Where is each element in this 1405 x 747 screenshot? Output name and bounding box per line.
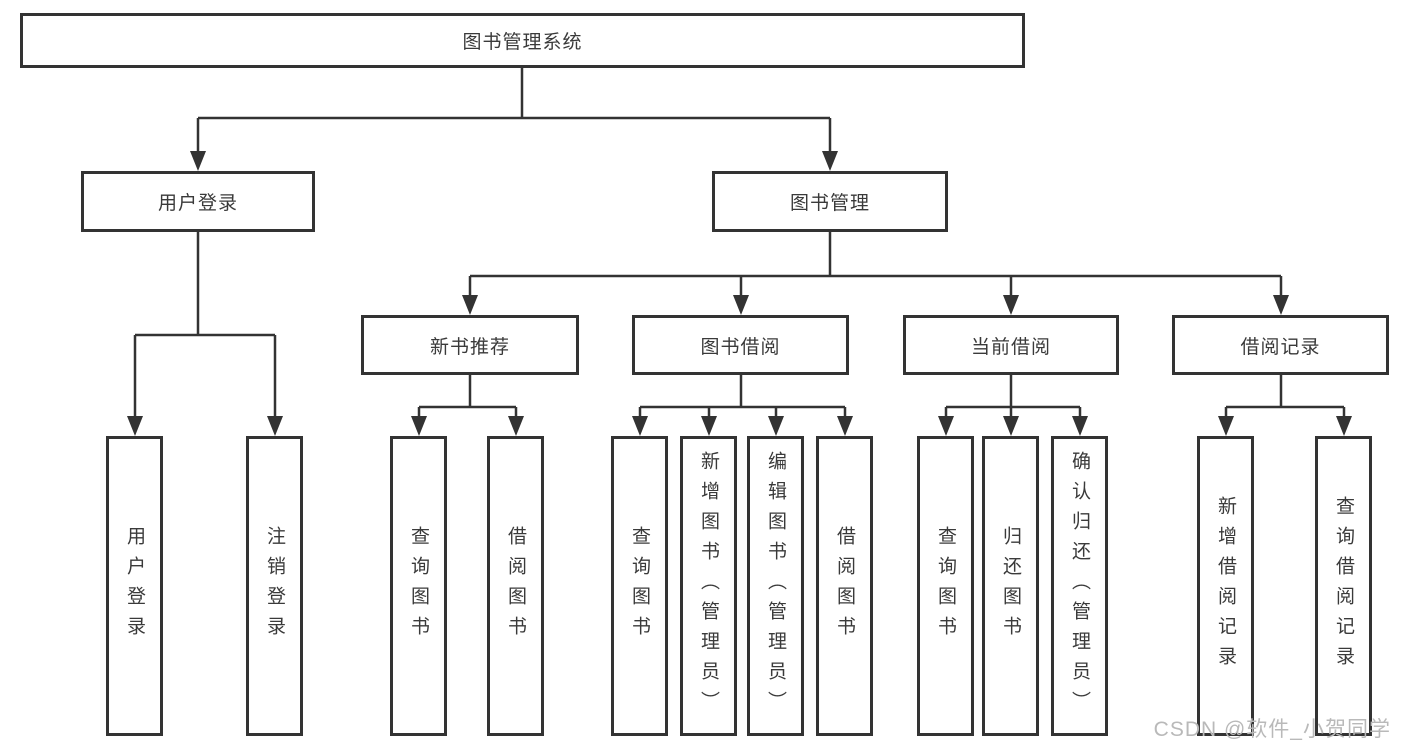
node-label: 图书借阅 — [700, 336, 781, 358]
leaf-query-books-recommend: 查询图书 — [390, 436, 447, 736]
node-library-management-system: 图书管理系统 — [20, 13, 1025, 68]
connector-borrow-records-group — [1224, 375, 1346, 417]
node-label: 借阅记录 — [1240, 336, 1321, 358]
node-book-management: 图书管理 — [712, 171, 948, 232]
node-label: 图书管理系统 — [462, 32, 583, 53]
node-label: 当前借阅 — [970, 336, 1051, 358]
node-label: 图书管理 — [789, 193, 870, 214]
leaf-query-books-borrow: 查询图书 — [611, 436, 668, 736]
connector-root-to-branches — [196, 68, 832, 152]
leaf-edit-book-admin: 编辑图书（管理员） — [747, 436, 804, 736]
leaf-query-borrow-record: 查询借阅记录 — [1315, 436, 1372, 736]
connector-current-borrow-group — [944, 375, 1082, 417]
leaf-query-books-current: 查询图书 — [917, 436, 974, 736]
connector-book-management-group — [468, 232, 1283, 296]
connector-user-login-group — [133, 232, 277, 417]
leaf-borrow-books: 借阅图书 — [816, 436, 873, 736]
leaf-add-book-admin: 新增图书（管理员） — [680, 436, 737, 736]
node-current-borrow: 当前借阅 — [903, 315, 1119, 375]
leaf-user-login: 用户登录 — [106, 436, 163, 736]
node-user-login: 用户登录 — [81, 171, 315, 232]
node-new-book-recommend: 新书推荐 — [361, 315, 579, 375]
connector-new-book-group — [417, 375, 518, 417]
leaf-add-borrow-record: 新增借阅记录 — [1197, 436, 1254, 736]
connector-book-borrow-group — [638, 375, 847, 417]
node-borrow-records: 借阅记录 — [1172, 315, 1389, 375]
node-label: 用户登录 — [157, 193, 238, 214]
node-book-borrow: 图书借阅 — [632, 315, 849, 375]
leaf-return-books: 归还图书 — [982, 436, 1039, 736]
leaf-confirm-return-admin: 确认归还（管理员） — [1051, 436, 1108, 736]
csdn-watermark: CSDN @软件_小贺同学 — [1153, 718, 1391, 741]
node-label: 新书推荐 — [429, 336, 510, 358]
leaf-logout: 注销登录 — [246, 436, 303, 736]
leaf-borrow-books-recommend: 借阅图书 — [487, 436, 544, 736]
